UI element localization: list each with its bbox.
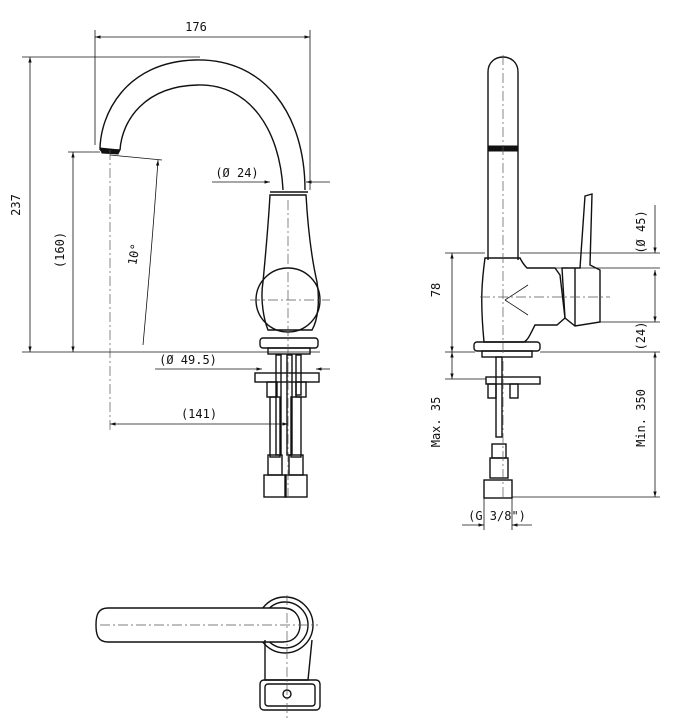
side-view [473, 55, 610, 500]
dim-angle: 10° [125, 242, 143, 266]
dim-body-dia: (Ø 45) [634, 210, 648, 253]
dim-base-dia: (Ø 49.5) [159, 353, 217, 367]
dim-height-total: 237 [9, 194, 23, 216]
side-dimensions: 78 Max. 35 (Ø 45) (24) Min. 350 (G 3/8") [429, 205, 660, 530]
dim-side-height: 78 [429, 283, 443, 297]
dim-width-total: 176 [185, 20, 207, 34]
dim-spout-dia: (Ø 24) [215, 166, 258, 180]
top-view [95, 595, 321, 720]
dim-reach: (141) [181, 407, 217, 421]
dim-spout-height: (160) [53, 232, 67, 268]
dim-min-350: Min. 350 [634, 389, 648, 447]
front-dimensions: 176 237 (160) 10° (Ø 24) (Ø 49.5) (141) [9, 20, 330, 426]
front-view [99, 59, 330, 500]
dim-thread: (G 3/8") [468, 509, 526, 523]
dim-side-24: (24) [634, 322, 648, 351]
dim-max-35: Max. 35 [429, 397, 443, 448]
